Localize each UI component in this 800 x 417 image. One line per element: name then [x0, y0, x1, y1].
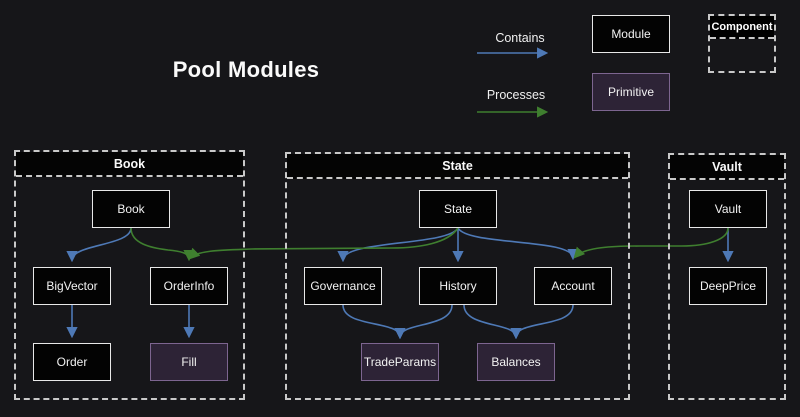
node-orderinfo: OrderInfo	[150, 267, 228, 305]
legend-primitive-label: Primitive	[607, 85, 654, 99]
node-order: Order	[33, 343, 111, 381]
node-deepprice: DeepPrice	[689, 267, 767, 305]
container-book-header: Book	[16, 152, 243, 177]
legend-component-header: Component	[710, 16, 774, 39]
page-title: Pool Modules	[172, 57, 320, 82]
edge-account-to-balances	[510, 304, 574, 340]
edge-state-node-to-account	[457, 227, 579, 261]
edge-state-node-to-orderinfo	[188, 227, 459, 260]
node-history: History	[419, 267, 497, 305]
node-state-node: State	[419, 190, 497, 228]
container-vault: Vault	[668, 153, 786, 400]
node-book-node: Book	[92, 190, 170, 228]
edge-state-node-to-governance	[337, 227, 459, 263]
edge-book-node-to-bigvector	[66, 227, 132, 263]
container-book: Book	[14, 150, 245, 400]
edge-vault-node-to-account	[573, 227, 729, 259]
edge-history-to-tradeparams	[394, 304, 453, 340]
node-vault-node: Vault	[689, 190, 767, 228]
legend-component-box: Component	[708, 14, 776, 73]
legend-processes-label: Processes	[486, 88, 546, 102]
node-account: Account	[534, 267, 612, 305]
node-governance: Governance	[304, 267, 382, 305]
node-balances: Balances	[477, 343, 555, 381]
node-bigvector: BigVector	[33, 267, 111, 305]
container-state-header: State	[287, 154, 628, 179]
container-state: State	[285, 152, 630, 400]
legend-contains-label: Contains	[495, 31, 545, 45]
container-vault-header: Vault	[670, 155, 784, 180]
legend-module-box: Module	[592, 15, 670, 53]
legend-component-label: Component	[711, 20, 773, 33]
legend-primitive-box: Primitive	[592, 73, 670, 111]
legend-module-label: Module	[611, 27, 651, 41]
edge-book-node-to-orderinfo	[130, 227, 195, 262]
node-tradeparams: TradeParams	[361, 343, 439, 381]
node-fill: Fill	[150, 343, 228, 381]
